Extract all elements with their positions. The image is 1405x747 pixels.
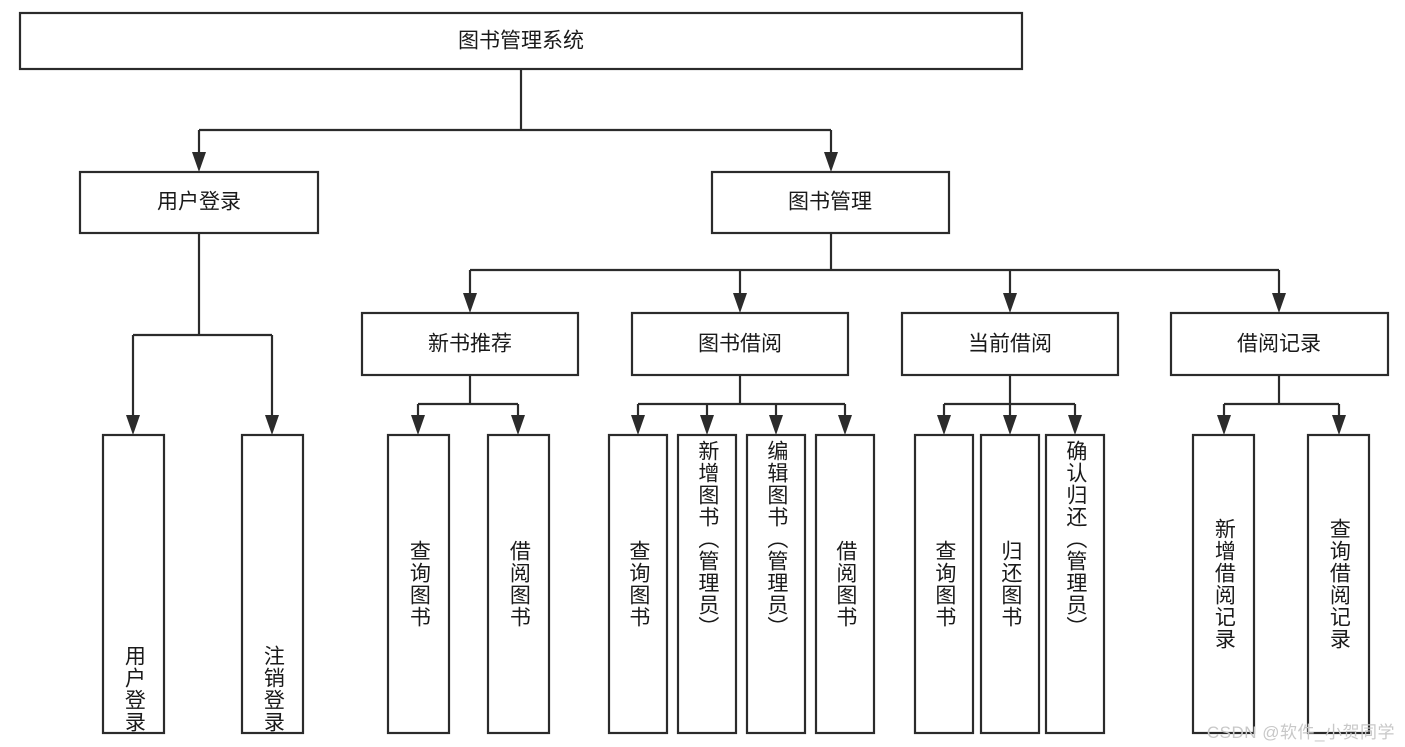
leaf-borrow-edit-book-admin[interactable] [745,433,807,735]
arrow-head-to-book-mgmt [824,152,838,172]
arrow-head-borrow-c2 [700,415,714,435]
node-current-borrow[interactable] [900,311,1120,377]
arrow-head-record-c1 [1217,415,1231,435]
leaf-newbook-query-book[interactable] [386,433,451,735]
arrow-head-record [1272,293,1286,313]
connectors-layer [126,69,1346,435]
csdn-watermark: CSDN @软件_小贺同学 [1206,723,1395,742]
node-user-login[interactable] [78,170,320,235]
node-book-borrow[interactable] [630,311,850,377]
node-book-management[interactable] [710,170,951,235]
arrow-head-newbook-c2 [511,415,525,435]
arrow-head-borrow-c3 [769,415,783,435]
node-book-borrow-label: 图书借阅 [698,333,782,356]
leaf-current-query-book[interactable] [913,433,975,735]
arrow-head-borrow [733,293,747,313]
arrow-head-current [1003,293,1017,313]
leaf-newbook-borrow-book[interactable] [486,433,551,735]
boxes-layer [18,11,1390,735]
arrow-head-user-login-leaf [126,415,140,435]
leaf-record-add-record[interactable] [1191,433,1256,735]
arrow-head-current-c2 [1003,415,1017,435]
arrow-head-record-c2 [1332,415,1346,435]
node-borrow-record[interactable] [1169,311,1390,377]
node-new-book-recommend[interactable] [360,311,580,377]
leaf-record-query-record[interactable] [1306,433,1371,735]
arrow-head-newbook [463,293,477,313]
leaf-borrow-add-book-admin[interactable] [676,433,738,735]
horizontal-labels-layer: 图书管理系统 用户登录 图书管理 新书推荐 图书借阅 当前借阅 借阅记录 [157,30,1321,356]
node-root-label: 图书管理系统 [458,30,584,53]
node-root[interactable] [18,11,1024,71]
node-new-book-recommend-label: 新书推荐 [428,333,512,356]
node-current-borrow-label: 当前借阅 [968,333,1052,356]
leaf-current-return-book[interactable] [979,433,1041,735]
leaf-user-login-logout[interactable] [240,433,305,735]
arrow-head-newbook-c1 [411,415,425,435]
leaf-current-confirm-return-admin[interactable] [1044,433,1106,735]
leaf-user-login-login[interactable] [101,433,166,735]
arrow-head-current-c1 [937,415,951,435]
leaf-borrow-borrow-book[interactable] [814,433,876,735]
arrow-head-borrow-c4 [838,415,852,435]
leaf-borrow-query-book[interactable] [607,433,669,735]
arrow-head-logout-leaf [265,415,279,435]
arrow-head-to-user-login [192,152,206,172]
arrow-head-current-c3 [1068,415,1082,435]
node-borrow-record-label: 借阅记录 [1237,333,1321,356]
node-book-management-label: 图书管理 [788,191,872,214]
arrow-head-borrow-c1 [631,415,645,435]
node-user-login-label: 用户登录 [157,191,241,214]
